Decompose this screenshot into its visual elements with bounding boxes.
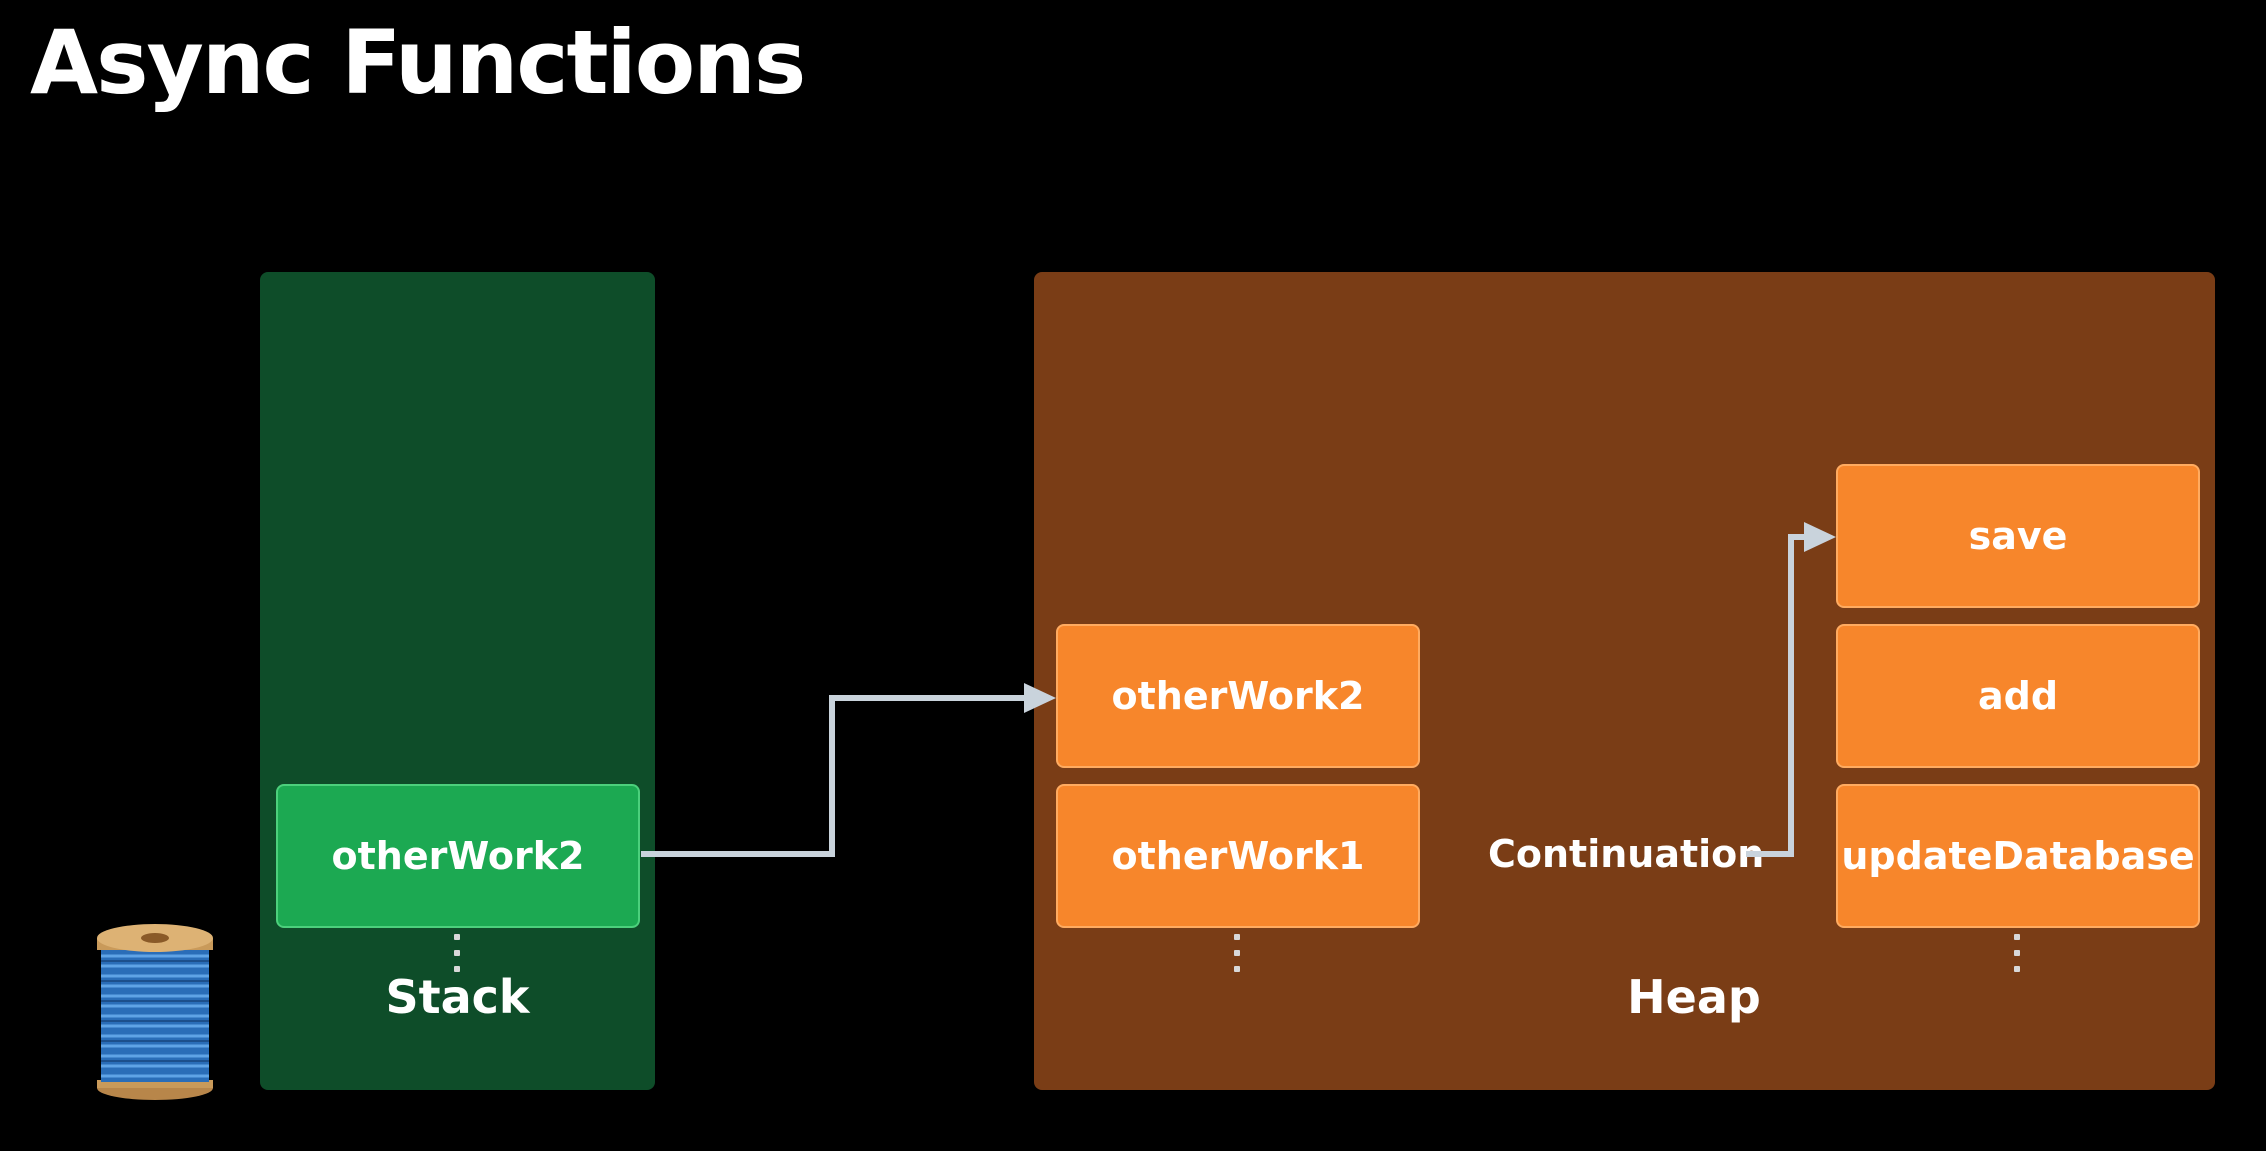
heap-frame-otherwork2: otherWork2	[1056, 624, 1420, 768]
heap-frame-save: save	[1836, 464, 2200, 608]
page-title: Async Functions	[30, 11, 806, 114]
heap-column2-dots	[2014, 934, 2020, 972]
stack-to-heap-arrow	[641, 683, 1056, 857]
thread-spool-icon	[97, 924, 213, 1100]
heap-column1-dots	[1234, 934, 1240, 972]
stack-continuation-dots	[454, 934, 460, 972]
continuation-label: Continuation	[1488, 832, 1765, 876]
continuation-arrow	[1746, 522, 1836, 857]
heap-frame-otherwork1: otherWork1	[1056, 784, 1420, 928]
heap-label: Heap	[1627, 970, 1761, 1024]
stack-frame-otherwork2: otherWork2	[276, 784, 640, 928]
stack-label: Stack	[385, 970, 530, 1024]
heap-frame-add: add	[1836, 624, 2200, 768]
heap-frame-updatedatabase: updateDatabase	[1836, 784, 2200, 928]
